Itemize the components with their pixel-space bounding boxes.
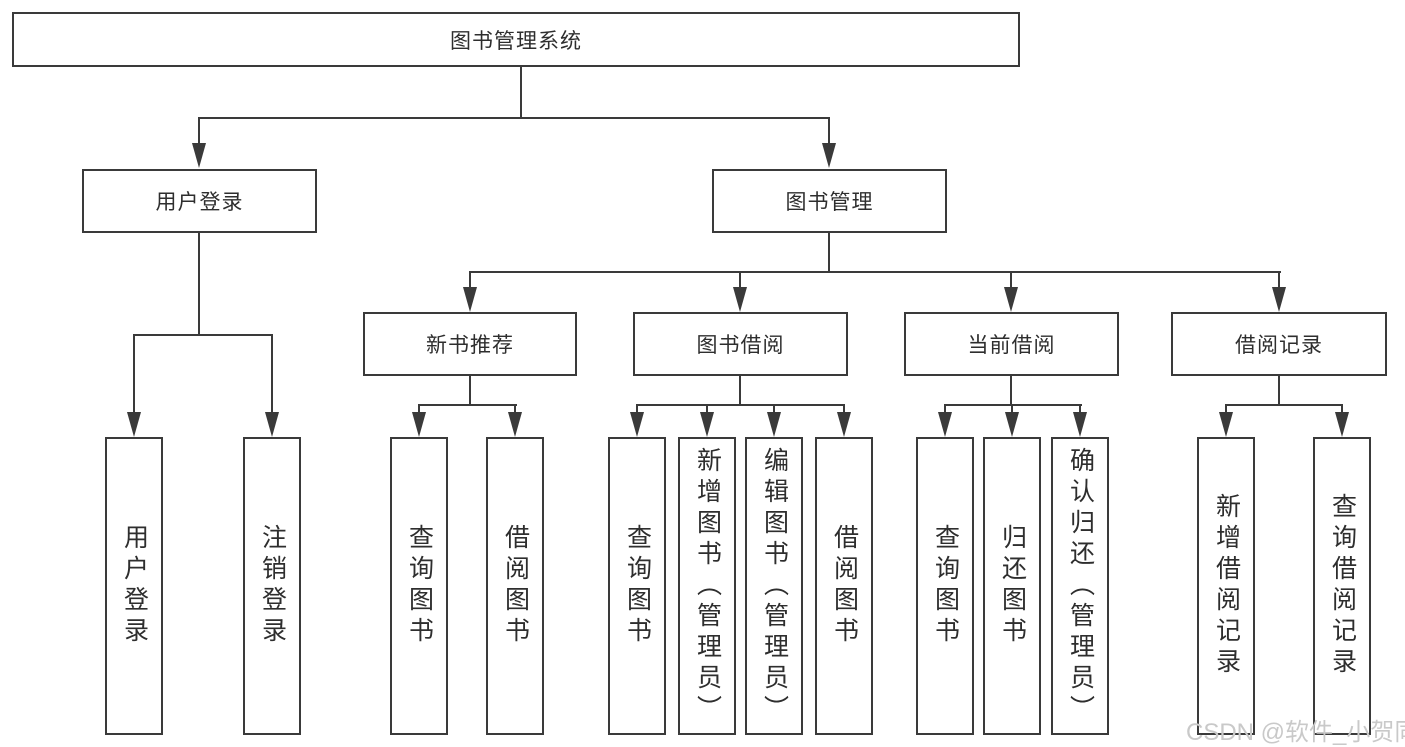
- arrowhead-leaf-logout: [265, 412, 279, 437]
- leaf-user-login: 用户登录: [105, 437, 163, 735]
- connector-level2-branch: [198, 117, 830, 119]
- connector-book-management-drop: [828, 117, 830, 147]
- node-user-login-label: 用户登录: [155, 191, 244, 214]
- connector-leaf-query-borrow-record-drop: [1341, 404, 1343, 416]
- node-root: 图书管理系统: [12, 12, 1020, 67]
- connector-new-book-recommend-drop: [469, 271, 471, 291]
- arrowhead-current-borrow: [1004, 287, 1018, 312]
- arrowhead-leaf-add-borrow-record: [1219, 412, 1233, 437]
- node-borrow-records-label: 借阅记录: [1235, 334, 1323, 357]
- connector-leaf-borrow-book-borrow-drop: [843, 404, 845, 416]
- connector-new-book-recommend-trunk: [469, 376, 471, 406]
- connector-book-borrow-drop: [739, 271, 741, 291]
- connector-borrow-records-drop: [1278, 271, 1280, 291]
- watermark-text: CSDN @软件_小贺同学: [1186, 719, 1405, 746]
- arrowhead-leaf-query-book-recommend: [412, 412, 426, 437]
- arrowhead-new-book-recommend: [463, 287, 477, 312]
- leaf-logout-label: 注销登录: [258, 524, 287, 648]
- arrowhead-book-management: [822, 143, 836, 168]
- arrowhead-leaf-borrow-book-recommend: [508, 412, 522, 437]
- connector-leaf-return-book-drop: [1011, 404, 1013, 416]
- arrowhead-leaf-user-login: [127, 412, 141, 437]
- connector-book-borrow-branch: [636, 404, 845, 406]
- arrowhead-leaf-borrow-book-borrow: [837, 412, 851, 437]
- connector-user-login-branch: [133, 334, 273, 336]
- connector-leaf-edit-book-admin-drop: [773, 404, 775, 416]
- arrowhead-leaf-query-book-current: [938, 412, 952, 437]
- connector-borrow-records-trunk: [1278, 376, 1280, 406]
- leaf-borrow-book-recommend-label: 借阅图书: [501, 524, 530, 648]
- node-book-borrow-label: 图书借阅: [696, 334, 785, 357]
- connector-leaf-query-book-current-drop: [944, 404, 946, 416]
- arrowhead-leaf-query-book-borrow: [630, 412, 644, 437]
- connector-book-borrow-trunk: [739, 376, 741, 406]
- connector-current-borrow-drop: [1010, 271, 1012, 291]
- connector-current-borrow-branch: [944, 404, 1082, 406]
- node-root-label: 图书管理系统: [450, 29, 582, 53]
- arrowhead-user-login: [192, 143, 206, 168]
- connector-leaf-add-book-admin-drop: [706, 404, 708, 416]
- connector-leaf-borrow-book-recommend-drop: [514, 404, 516, 416]
- leaf-query-book-recommend: 查询图书: [390, 437, 448, 735]
- connector-leaf-query-book-recommend-drop: [418, 404, 420, 416]
- node-current-borrow: 当前借阅: [904, 312, 1119, 376]
- leaf-logout: 注销登录: [243, 437, 301, 735]
- connector-user-login-drop: [198, 117, 200, 147]
- arrowhead-leaf-edit-book-admin: [767, 412, 781, 437]
- leaf-query-borrow-record: 查询借阅记录: [1313, 437, 1371, 735]
- arrowhead-book-borrow: [733, 287, 747, 312]
- leaf-borrow-book-borrow-label: 借阅图书: [830, 524, 859, 648]
- leaf-borrow-book-borrow: 借阅图书: [815, 437, 873, 735]
- arrowhead-leaf-add-book-admin: [700, 412, 714, 437]
- node-borrow-records: 借阅记录: [1171, 312, 1387, 376]
- connector-leaf-user-login-drop: [133, 334, 135, 416]
- leaf-edit-book-admin-label: 编辑图书（管理员）: [760, 446, 789, 726]
- connector-leaf-logout-drop: [271, 334, 273, 416]
- connector-leaf-add-borrow-record-drop: [1225, 404, 1227, 416]
- leaf-query-book-current-label: 查询图书: [931, 524, 960, 648]
- arrowhead-borrow-records: [1272, 287, 1286, 312]
- connector-borrow-records-branch: [1225, 404, 1343, 406]
- connector-level3-branch: [469, 271, 1281, 273]
- leaf-edit-book-admin: 编辑图书（管理员）: [745, 437, 803, 735]
- arrowhead-leaf-query-borrow-record: [1335, 412, 1349, 437]
- connector-book-management-trunk: [828, 233, 830, 273]
- node-current-borrow-label: 当前借阅: [967, 334, 1056, 357]
- connector-current-borrow-trunk: [1010, 376, 1012, 406]
- leaf-add-borrow-record-label: 新增借阅记录: [1212, 493, 1241, 679]
- leaf-query-borrow-record-label: 查询借阅记录: [1328, 493, 1357, 679]
- leaf-query-book-borrow-label: 查询图书: [623, 524, 652, 648]
- leaf-add-borrow-record: 新增借阅记录: [1197, 437, 1255, 735]
- connector-user-login-trunk: [198, 233, 200, 336]
- leaf-return-book: 归还图书: [983, 437, 1041, 735]
- connector-new-book-recommend-branch: [418, 404, 517, 406]
- leaf-query-book-borrow: 查询图书: [608, 437, 666, 735]
- leaf-confirm-return-admin-label: 确认归还（管理员）: [1066, 446, 1095, 726]
- leaf-confirm-return-admin: 确认归还（管理员）: [1051, 437, 1109, 735]
- leaf-add-book-admin-label: 新增图书（管理员）: [693, 446, 722, 726]
- node-new-book-recommend-label: 新书推荐: [426, 334, 514, 357]
- node-new-book-recommend: 新书推荐: [363, 312, 577, 376]
- leaf-add-book-admin: 新增图书（管理员）: [678, 437, 736, 735]
- leaf-borrow-book-recommend: 借阅图书: [486, 437, 544, 735]
- connector-leaf-confirm-return-admin-drop: [1079, 404, 1081, 416]
- node-user-login: 用户登录: [82, 169, 317, 233]
- arrowhead-leaf-return-book: [1005, 412, 1019, 437]
- node-book-management: 图书管理: [712, 169, 947, 233]
- leaf-query-book-current: 查询图书: [916, 437, 974, 735]
- arrowhead-leaf-confirm-return-admin: [1073, 412, 1087, 437]
- node-book-borrow: 图书借阅: [633, 312, 848, 376]
- node-book-management-label: 图书管理: [785, 191, 874, 214]
- connector-root-trunk: [520, 66, 522, 119]
- leaf-user-login-label: 用户登录: [120, 524, 149, 648]
- connector-leaf-query-book-borrow-drop: [636, 404, 638, 416]
- leaf-return-book-label: 归还图书: [998, 524, 1027, 648]
- leaf-query-book-recommend-label: 查询图书: [405, 524, 434, 648]
